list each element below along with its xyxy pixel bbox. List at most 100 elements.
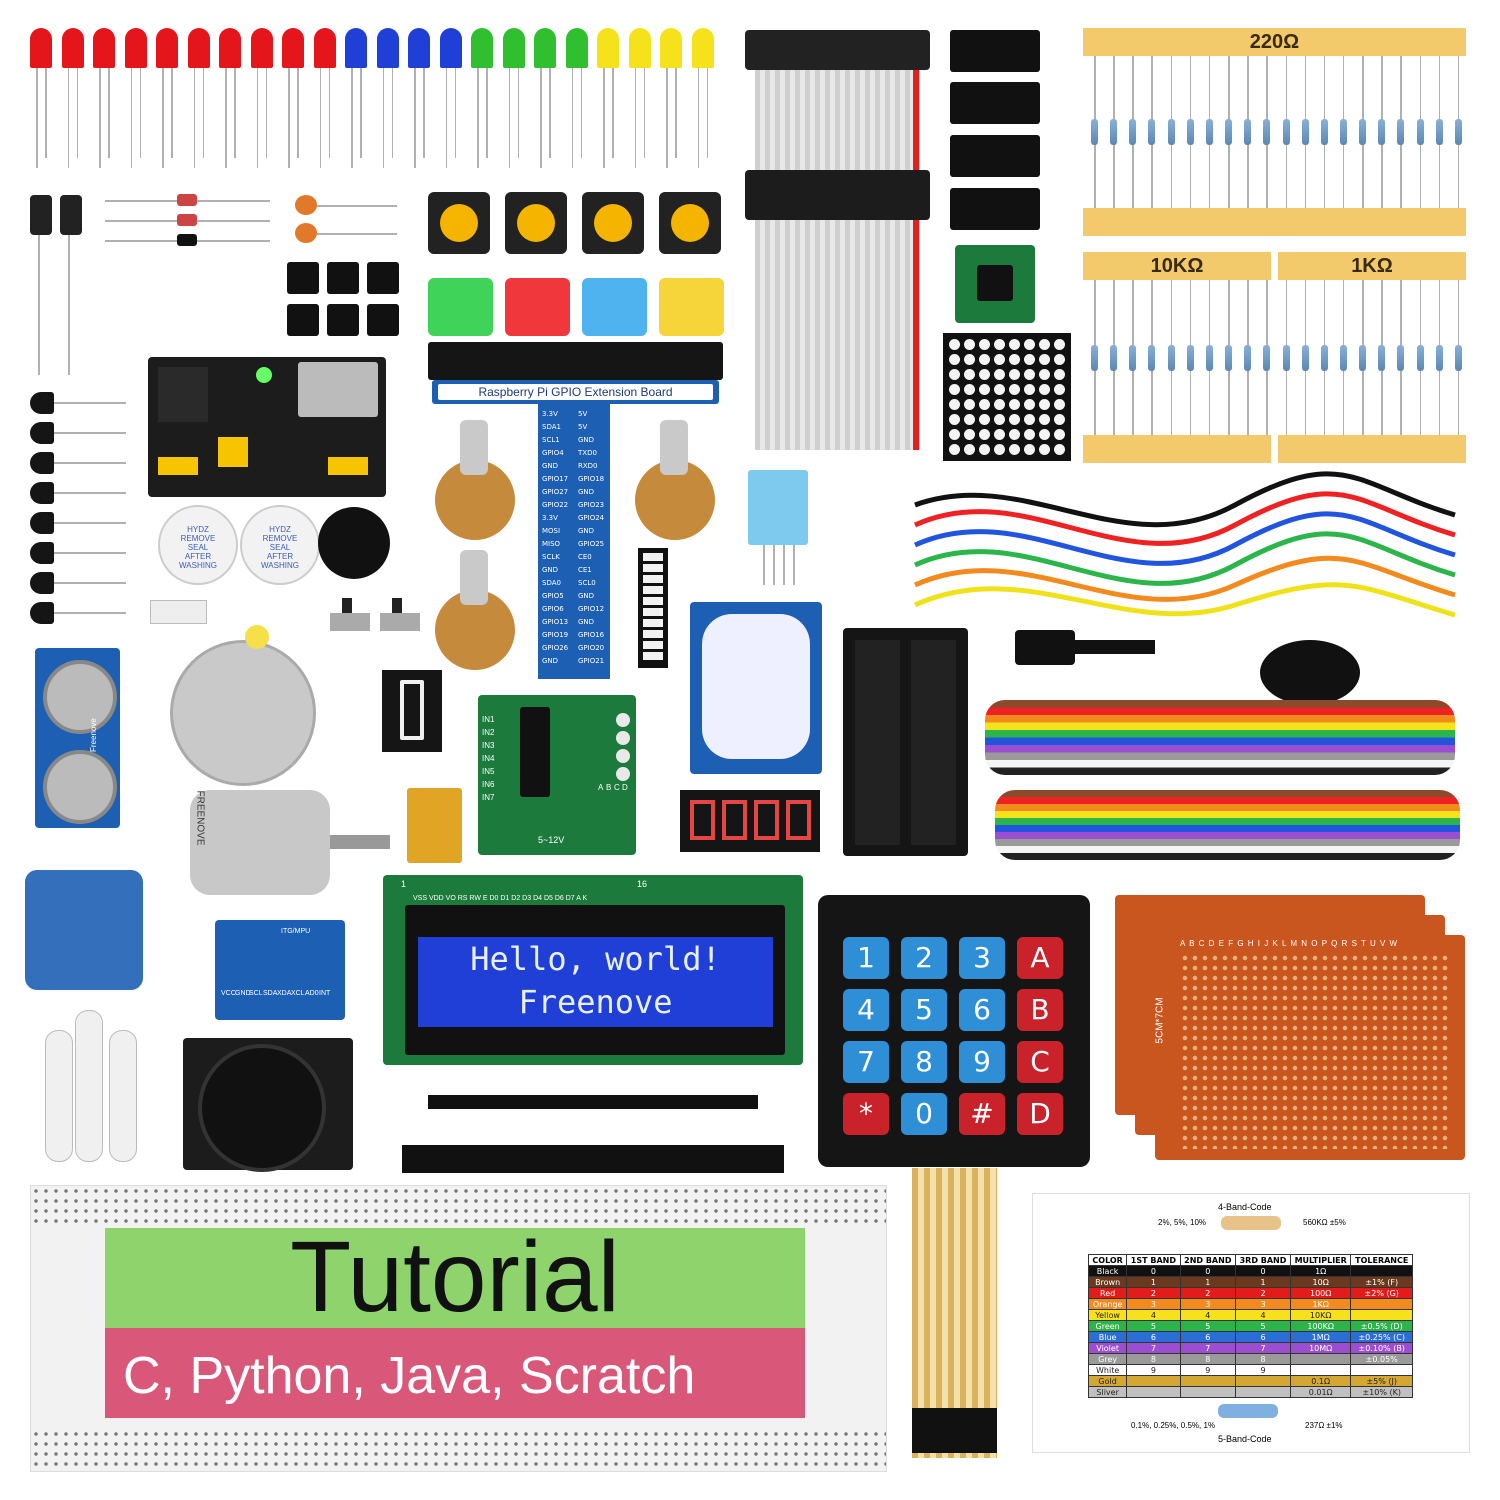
transistor-lead [54,612,126,614]
led [565,28,588,68]
ledbar-segment [643,575,663,583]
led-lead [454,68,456,158]
color-code-header: 1ST BAND [1126,1254,1181,1266]
color-code-cell: 9 [1126,1364,1181,1376]
color-code-cell [1350,1364,1413,1376]
color-code-cell: ±10% (K) [1350,1386,1413,1398]
transistor-lead [54,402,126,404]
color-code-cell: ±0.5% (D) [1350,1320,1413,1332]
color-code-header: 3RD BAND [1235,1254,1291,1266]
servo-horns [45,1010,160,1170]
tutorial-banner: Tutorial C, Python, Java, Scratch [105,1221,805,1418]
resistor [1320,119,1328,145]
five-band-resistor [1218,1404,1278,1418]
color-code-header: MULTIPLIER [1289,1254,1352,1266]
gpio-pin-label: 3.3V [542,410,558,418]
transistor [30,572,54,594]
banner-subtitle: C, Python, Java, Scratch [123,1347,696,1405]
gpio-pin-label: GND [578,527,595,535]
dht-sensor [748,470,808,585]
matrix-dot [979,354,990,365]
gpio-pin-label: 3.3V [542,514,558,522]
dc-barrel-plug [1015,620,1155,675]
matrix-dot [949,429,960,440]
matrix-dot [964,414,975,425]
driver-input-label: IN7 [482,793,495,802]
resistor-10k-label: 10KΩ [1083,252,1271,280]
proto-board-size-label: 5CM*7CM [1154,997,1166,1044]
matrix-dot [1039,369,1050,380]
matrix-dot [1009,384,1020,395]
led [282,28,304,68]
resistor-1k-label: 1KΩ [1278,252,1466,280]
buzzer-label: AFTER [184,552,212,561]
ledbar-segment [643,564,663,572]
transistor [30,392,54,414]
resistor-220-row [1083,56,1466,208]
matrix-dot [979,399,990,410]
mpu-pin-label: INT [319,990,331,997]
gpio-pin-label: SDA0 [542,579,561,587]
color-code-cell: Orange [1087,1298,1128,1310]
matrix-dot [979,384,990,395]
color-code-cell: ±1% (F) [1350,1276,1413,1288]
transistor-lead [54,492,126,494]
resistor [1244,119,1252,145]
transistor-lead [54,462,126,464]
gpio-pin-label: GPIO22 [542,501,569,509]
color-code-cell [1289,1353,1352,1365]
battery-holder [843,628,968,856]
color-code-cell: 3 [1179,1298,1237,1310]
led-lead [666,68,668,168]
gpio-pin-label: GPIO17 [542,475,569,483]
matrix-dot [1039,444,1050,455]
color-code-cell: Black [1087,1265,1128,1277]
joystick-module [183,1038,353,1172]
pin-header-female [402,1145,784,1173]
resistor [1263,119,1271,145]
resistor [1435,119,1443,145]
rainbow-jumpers-1 [985,700,1455,775]
matrix-dot [994,429,1005,440]
potentiometers [430,420,720,680]
four-band-right: 560KΩ ±5% [1303,1218,1346,1227]
gpio-pin-label: GPIO24 [578,514,605,522]
color-code-cell: 9 [1179,1364,1237,1376]
resistor [1263,344,1271,371]
led-lead [477,68,479,168]
color-code-cell: 7 [1126,1342,1181,1354]
matrix-dot [994,444,1005,455]
matrix-dot [964,444,975,455]
resistor [1167,119,1175,145]
led-lead [130,68,132,168]
led-lead [36,68,38,168]
resistor [1091,344,1098,371]
passive-buzzer [318,507,390,579]
color-code-cell: Yellow [1087,1309,1128,1321]
matrix-dot [1009,399,1020,410]
keypad-key-B: B [1017,989,1063,1031]
matrix-dot [1054,399,1065,410]
led-lead [67,68,69,168]
keypad-key-7: 7 [843,1041,889,1083]
led [219,28,241,68]
color-code-cell: 1MΩ [1289,1331,1352,1343]
color-code-cell: 2 [1235,1287,1291,1299]
matrix-dot [994,339,1005,350]
led-lead [697,68,699,168]
color-code-cell: 1 [1126,1276,1181,1288]
lcd-pin-start: 1 [401,879,407,889]
gpio-pin-label: 5V [578,410,588,418]
resistor [1301,344,1309,371]
gpio-pin-label: TXD0 [578,449,597,457]
matrix-dot [1054,429,1065,440]
driver-input-label: IN3 [482,741,495,750]
mpu-pin-label: VCC [221,990,236,997]
color-code-cell: 1Ω [1289,1265,1352,1277]
electrolytic-capacitors [30,195,90,380]
matrix-dot [964,369,975,380]
